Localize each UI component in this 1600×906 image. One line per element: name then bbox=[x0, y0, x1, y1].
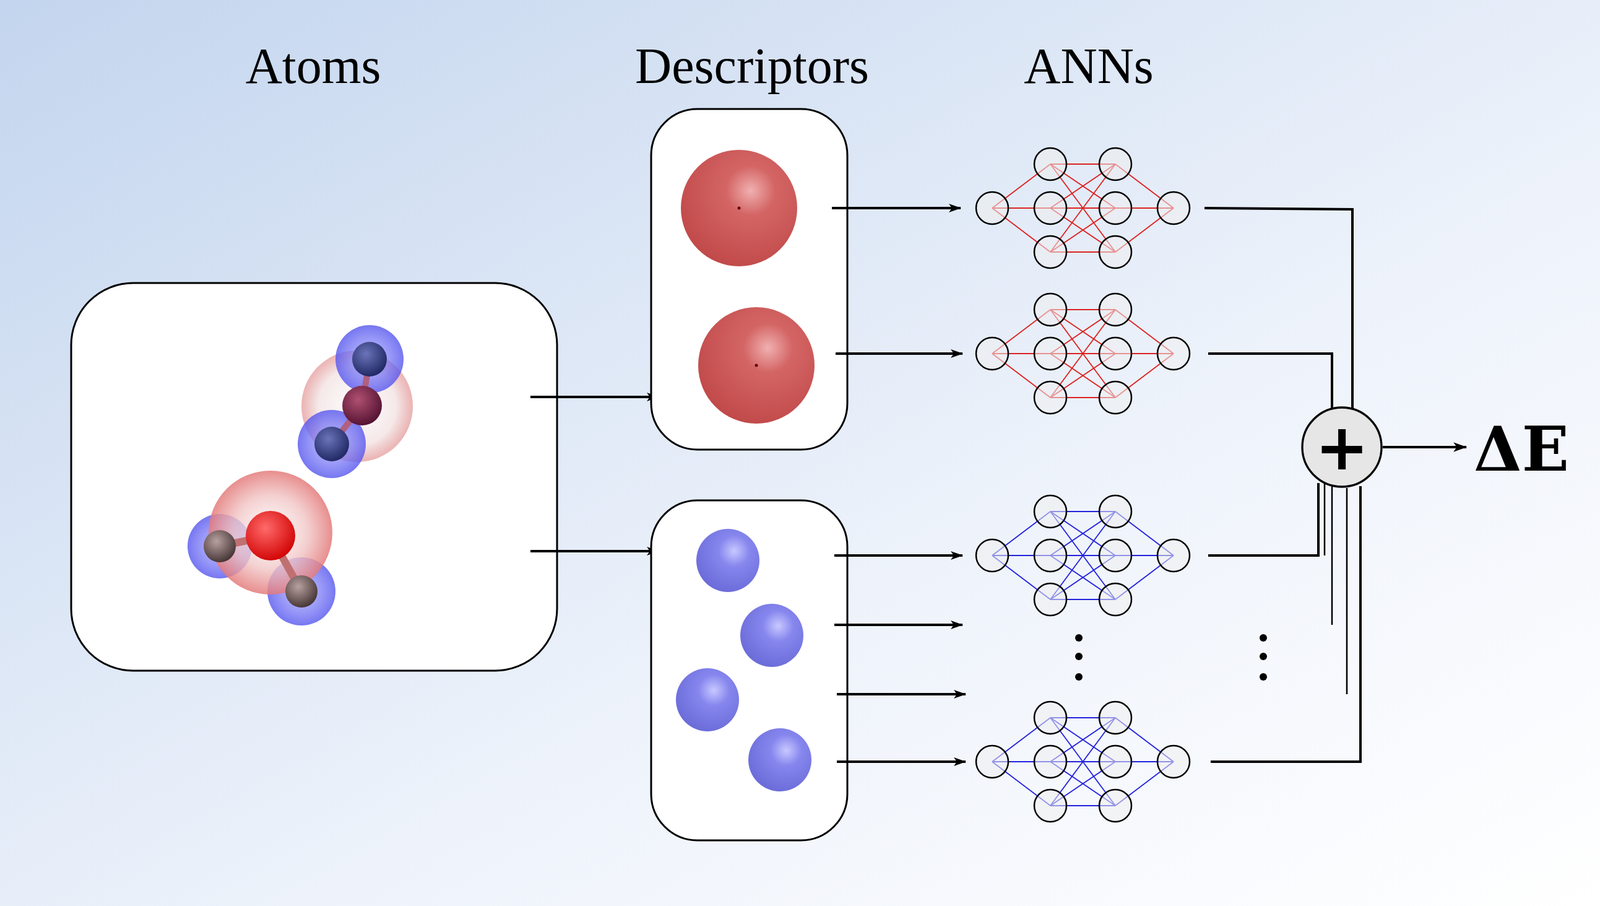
column-heading: Descriptors bbox=[635, 37, 870, 96]
output-arrow bbox=[1382, 445, 1467, 449]
sum-node: + bbox=[1301, 406, 1383, 488]
oxygen-descriptors bbox=[680, 149, 815, 424]
ammonia-molecule bbox=[297, 324, 413, 478]
ellipsis-dots bbox=[1075, 633, 1268, 681]
arrow bbox=[530, 395, 659, 398]
output-symbol: ΔE bbox=[1473, 417, 1570, 480]
neural-network bbox=[976, 147, 1190, 269]
descriptor-box bbox=[651, 108, 848, 450]
water-molecule bbox=[187, 470, 336, 626]
output-label: ΔE bbox=[1470, 415, 1573, 483]
operator-symbol: + bbox=[1314, 414, 1369, 480]
arrow bbox=[530, 549, 659, 553]
column-heading: Atoms bbox=[245, 37, 382, 96]
column-heading: ANNs bbox=[1023, 37, 1154, 96]
neural-network bbox=[976, 293, 1190, 414]
descriptor-box bbox=[651, 500, 848, 840]
hydrogen-descriptors bbox=[675, 528, 812, 792]
neural-network bbox=[976, 701, 1190, 822]
arrows bbox=[831, 207, 966, 762]
neural-networks bbox=[976, 147, 1190, 822]
neural-network bbox=[976, 495, 1190, 616]
atoms-box bbox=[71, 282, 558, 671]
